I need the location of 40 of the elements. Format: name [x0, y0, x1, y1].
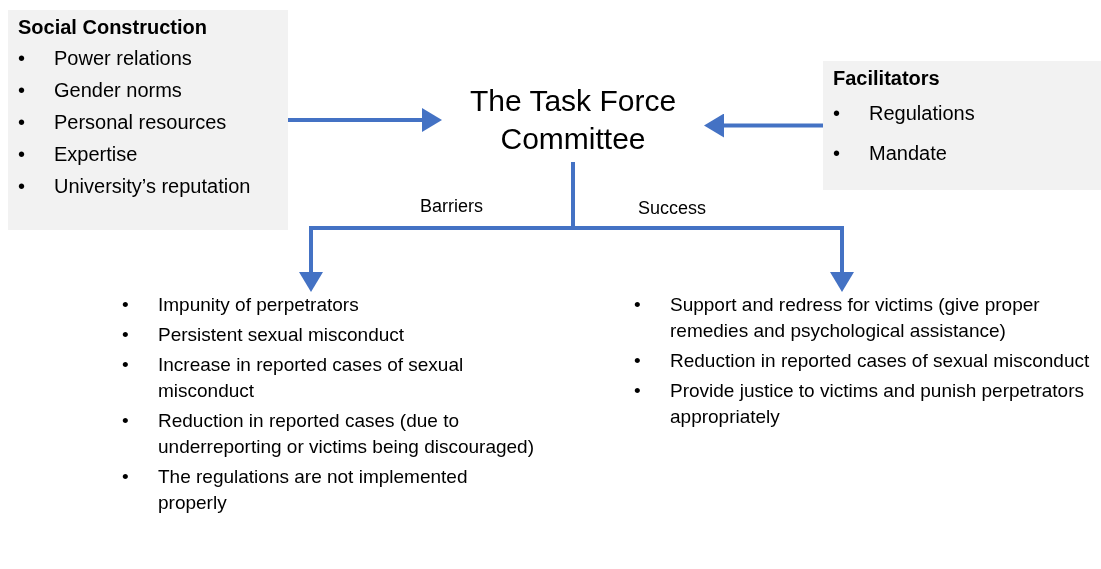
bullet: •: [122, 353, 130, 377]
list-item: Personal resources: [54, 111, 227, 133]
list-item: Mandate: [869, 142, 947, 164]
list-item: Regulations: [869, 102, 975, 124]
bullet: •: [634, 293, 642, 317]
arrow: [704, 113, 823, 138]
list-item: Provide justice to victims and punish perpetrators appropriately: [670, 379, 1085, 429]
list-item: Reduction in reported cases (due to underreporting or victims being discouraged): [158, 409, 535, 459]
bullet: •: [833, 142, 841, 164]
arrow: [571, 162, 854, 292]
list-item: Expertise: [54, 143, 138, 165]
bullet: •: [18, 47, 26, 69]
bullet: •: [18, 143, 26, 165]
panel-heading: Social Construction: [18, 15, 207, 40]
list-item: Impunity of perpetrators: [158, 293, 359, 317]
bullet: •: [122, 323, 130, 347]
list-item: Persistent sexual misconduct: [158, 323, 405, 347]
arrow: [288, 108, 442, 132]
list-item: Power relations: [54, 47, 192, 69]
edge-label: Success: [638, 199, 707, 217]
list-item: University’s reputation: [54, 175, 251, 197]
bullet: •: [122, 293, 130, 317]
list-item: Gender norms: [54, 79, 182, 101]
title-text: The Task Force Committee: [440, 78, 706, 162]
bullet: •: [833, 102, 841, 124]
list-item: Support and redress for victims (give proper remedies and psychological assistance): [670, 293, 1041, 343]
bullet: •: [634, 349, 642, 373]
list-item: Reduction in reported cases of sexual misconduct: [670, 349, 1090, 373]
bullet: •: [634, 379, 642, 403]
list-item: The regulations are not implemented properly: [158, 465, 469, 515]
info-panel: [8, 10, 288, 230]
bullet: •: [18, 111, 26, 133]
info-panel: [823, 61, 1101, 190]
list-item: Increase in reported cases of sexual misconduct: [158, 353, 465, 403]
bullet: •: [18, 175, 26, 197]
edge-label: Barriers: [420, 197, 483, 215]
bullet: •: [122, 465, 130, 489]
bullet: •: [18, 79, 26, 101]
panel-heading: Facilitators: [833, 66, 940, 91]
bullet: •: [122, 409, 130, 433]
